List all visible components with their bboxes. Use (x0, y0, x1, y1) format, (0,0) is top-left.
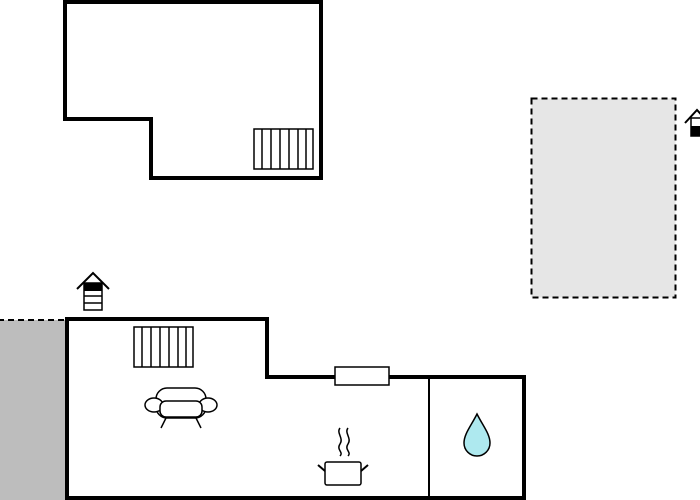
upper-floor-room (63, 0, 323, 180)
sofa-icon (144, 387, 218, 429)
terrace-area (530, 97, 677, 299)
covered-side-area (0, 319, 67, 500)
water-drop-icon (463, 412, 491, 457)
house-entrance-icon (76, 271, 110, 311)
ground-floor-living-area (65, 317, 526, 500)
cooking-pot-icon (317, 427, 369, 486)
staircase-icon (133, 326, 194, 368)
window-icon (334, 366, 390, 386)
house-entrance-icon (684, 108, 700, 137)
staircase-icon (253, 128, 314, 170)
